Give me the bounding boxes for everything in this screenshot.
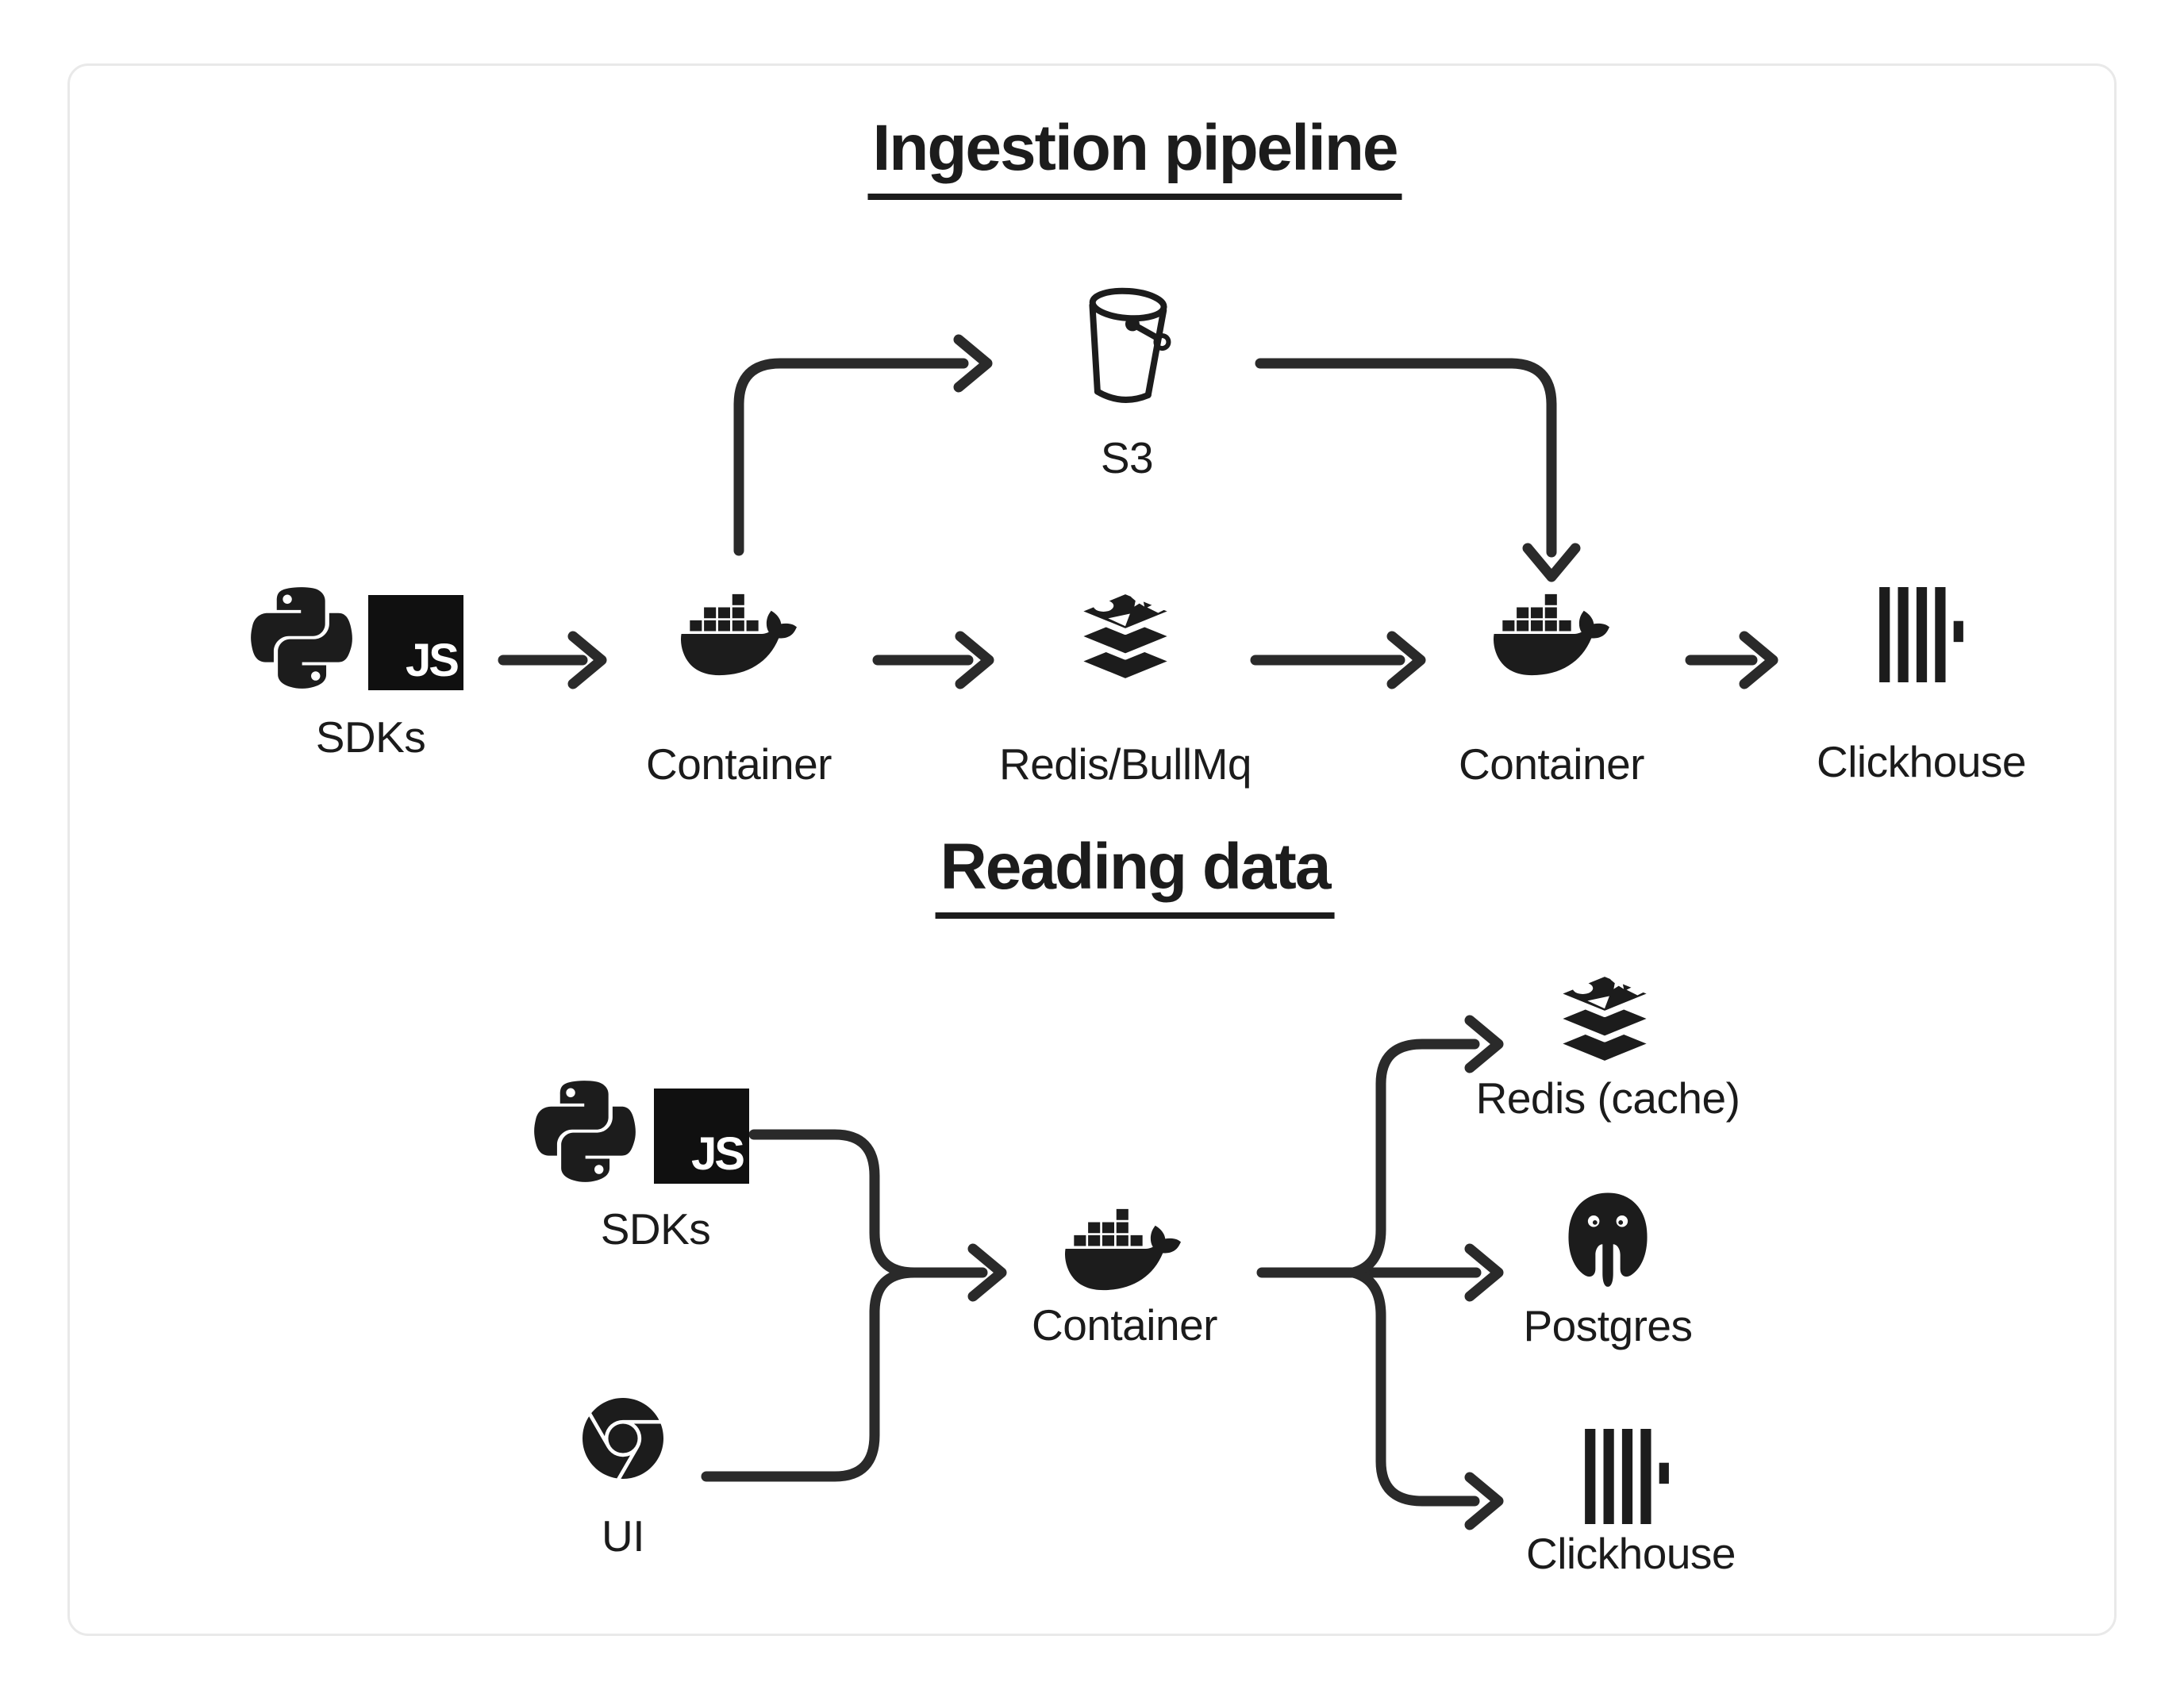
node-label-sdks-reading: SDKs (600, 1204, 711, 1254)
python-icon (251, 580, 352, 696)
node-label-ui: UI (602, 1511, 645, 1561)
node-label-redis-bullmq: Redis/BullMq (998, 739, 1252, 789)
clickhouse-icon (1585, 1429, 1669, 1524)
python-icon (534, 1073, 636, 1189)
node-label-postgres: Postgres (1523, 1301, 1693, 1350)
node-label-clickhouse-ingestion: Clickhouse (1816, 737, 2027, 786)
chrome-icon (583, 1398, 663, 1479)
node-label-container-in: Container (646, 739, 832, 789)
node-label-sdks-ingestion: SDKs (315, 712, 426, 762)
docker-icon (681, 589, 797, 682)
javascript-icon: JS (654, 1089, 749, 1184)
postgres-icon (1555, 1189, 1661, 1296)
clickhouse-icon (1879, 587, 1963, 682)
node-label-clickhouse-reading: Clickhouse (1525, 1529, 1736, 1578)
redis-icon (1550, 969, 1659, 1069)
javascript-monogram: JS (691, 1128, 745, 1180)
s3-bucket-icon (1076, 281, 1179, 411)
node-label-container-out: Container (1459, 739, 1644, 789)
section-title-reading: Reading data (935, 830, 1335, 919)
javascript-monogram: JS (406, 635, 459, 686)
node-label-container-reading: Container (1032, 1300, 1217, 1350)
section-title-ingestion: Ingestion pipeline (867, 111, 1402, 200)
docker-icon (1494, 589, 1609, 682)
redis-icon (1071, 586, 1180, 686)
javascript-icon: JS (368, 595, 463, 690)
node-label-s3: S3 (1100, 433, 1154, 482)
node-label-redis-cache: Redis (cache) (1475, 1073, 1740, 1123)
docker-icon (1065, 1204, 1181, 1296)
